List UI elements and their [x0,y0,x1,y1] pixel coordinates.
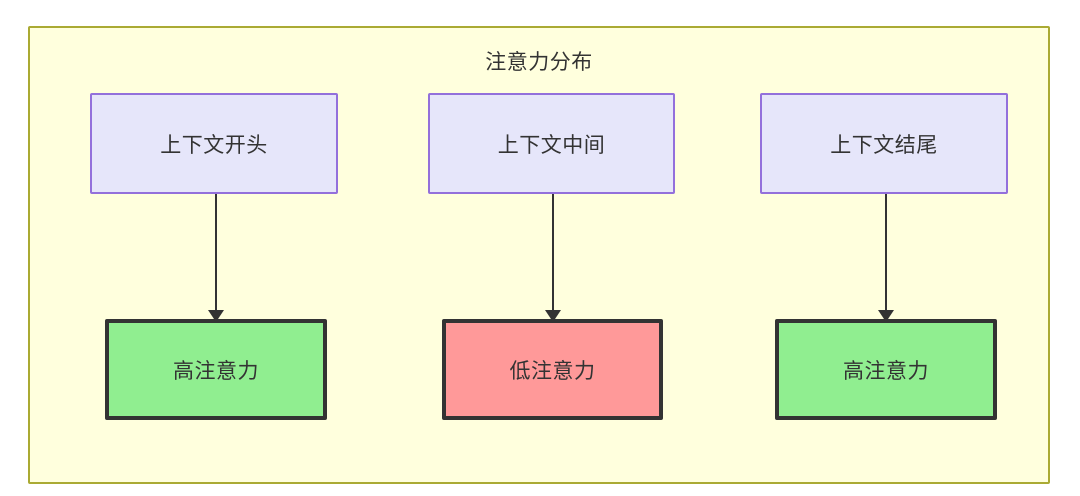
edge-context-end-to-attention [885,194,887,311]
node-attention-high-end[interactable]: 高注意力 [775,319,997,420]
edge-context-middle-to-attention [552,194,554,311]
node-context-middle[interactable]: 上下文中间 [428,93,675,194]
node-context-start[interactable]: 上下文开头 [90,93,338,194]
subgraph-title: 注意力分布 [485,51,593,74]
edge-context-start-to-attention [215,194,217,311]
attention-distribution-subgraph: 注意力分布 上下文开头 上下文中间 上下文结尾 高注意力 低注意力 高注意力 [28,26,1050,484]
node-context-end[interactable]: 上下文结尾 [760,93,1008,194]
node-attention-high-start[interactable]: 高注意力 [105,319,327,420]
node-attention-low-middle[interactable]: 低注意力 [442,319,663,420]
